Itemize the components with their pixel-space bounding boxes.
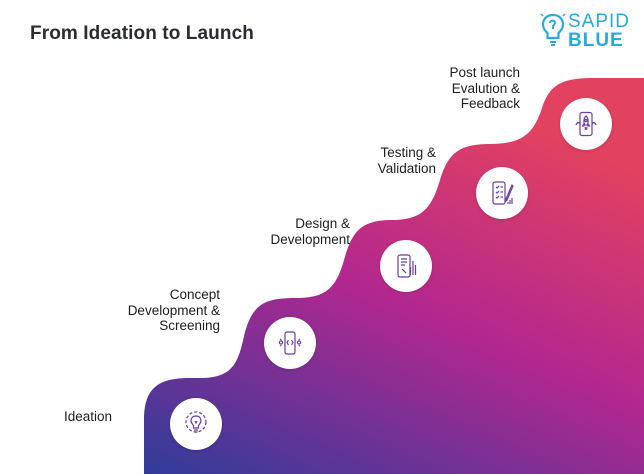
step-label-testing: Testing & Validation — [377, 145, 436, 176]
step-circle-design — [380, 240, 432, 292]
page-title: From Ideation to Launch — [30, 23, 254, 44]
step-circle-concept — [264, 317, 316, 369]
brand-logo: SAPID BLUE — [540, 8, 640, 52]
step-circle-ideation — [170, 398, 222, 450]
brand-word-top: SAPID — [568, 11, 631, 32]
step-label-post-launch: Post launch Evalution & Feedback — [449, 65, 520, 111]
lightbulb-gear-icon — [185, 411, 207, 433]
step-circle-testing — [476, 167, 528, 219]
step-label-design: Design & Development — [270, 216, 350, 247]
brand-word-bottom: BLUE — [568, 30, 624, 51]
step-label-ideation: Ideation — [63, 409, 112, 424]
mobile-design-icon — [397, 254, 417, 278]
mobile-checklist-icon — [492, 181, 514, 205]
step-circle-post-launch — [560, 98, 612, 150]
lightbulb-logo-icon — [540, 13, 566, 46]
step-label-concept: Concept Development & Screening — [127, 287, 220, 333]
mobile-code-icon — [278, 331, 302, 355]
rocket-launch-icon — [575, 111, 597, 137]
